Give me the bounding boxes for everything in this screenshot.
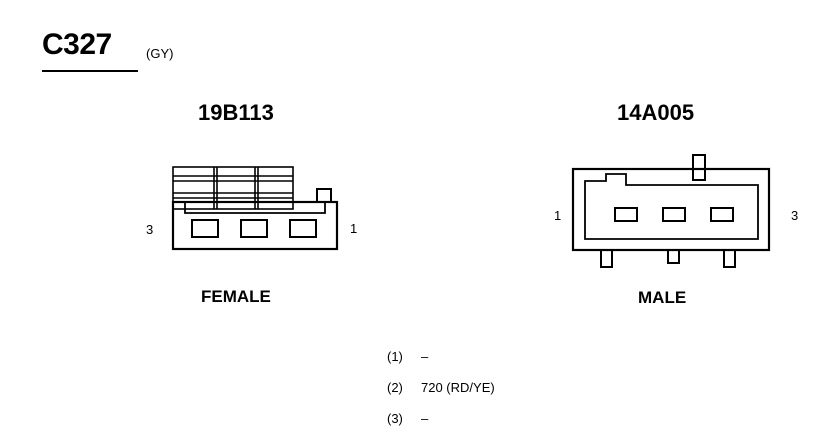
male-cavity-3 <box>710 207 734 222</box>
circuit-pin: (3) <box>387 411 403 426</box>
female-cavity-1 <box>289 219 317 238</box>
circuit-value: – <box>421 411 429 426</box>
female-connector <box>171 166 339 251</box>
circuit-row: (2) 720 (RD/YE) <box>387 380 495 395</box>
male-label: MALE <box>638 288 687 307</box>
circuit-value: 720 (RD/YE) <box>421 380 495 395</box>
male-pin-label-right: 3 <box>791 208 799 223</box>
connector-color: (GY) <box>146 46 174 61</box>
male-pin-label-left: 1 <box>554 208 562 223</box>
circuit-pin: (2) <box>387 380 403 395</box>
male-top-post <box>692 154 706 181</box>
male-foot-right <box>723 249 736 268</box>
male-foot-center <box>667 249 680 264</box>
circuit-row: (3) – <box>387 411 428 426</box>
male-inner-profile <box>584 173 759 240</box>
circuit-value: – <box>421 349 429 364</box>
female-inner-rail <box>184 202 326 214</box>
connector-id-underline <box>42 70 138 72</box>
circuit-row: (1) – <box>387 349 428 364</box>
male-cavity-2 <box>662 207 686 222</box>
male-cavity-1 <box>614 207 638 222</box>
male-connector <box>571 154 771 268</box>
female-latch-tab <box>316 188 332 202</box>
female-cavity-2 <box>240 219 268 238</box>
female-pin-label-left: 3 <box>146 222 154 237</box>
female-part-number: 19B113 <box>198 100 274 125</box>
male-foot-left <box>600 249 613 268</box>
female-cavity-3 <box>191 219 219 238</box>
female-latch-grid <box>172 166 294 210</box>
female-label: FEMALE <box>201 287 271 306</box>
connector-id: C327 <box>42 28 112 61</box>
male-part-number: 14A005 <box>617 100 695 125</box>
female-latch-outline <box>172 166 294 210</box>
female-pin-label-right: 1 <box>350 221 358 236</box>
female-body <box>171 200 339 251</box>
circuit-pin: (1) <box>387 349 403 364</box>
